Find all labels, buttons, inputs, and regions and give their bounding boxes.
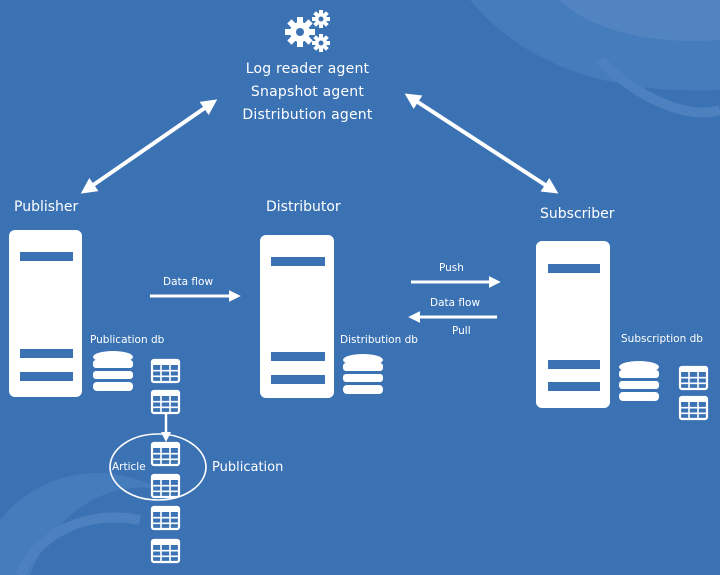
publication-label: Publication [212, 460, 284, 475]
subscription-db-label: Subscription db [621, 333, 703, 345]
distributor-title: Distributor [266, 199, 341, 215]
subscriber-server [536, 241, 610, 408]
subscription-db-icon [619, 361, 659, 401]
agent-log-reader: Log reader agent [245, 61, 370, 77]
data-flow-label: Data flow [430, 297, 481, 309]
article-ellipse [109, 433, 207, 501]
distribution-db-label: Distribution db [340, 334, 418, 346]
pub-to-dist-flow-label: Data flow [163, 276, 214, 288]
agent-subscriber-arrow [404, 93, 559, 194]
table-grid-icon [150, 505, 181, 531]
table-grid-icon [150, 538, 181, 564]
distributor-server [260, 235, 334, 398]
background-swirl-top-right [470, 0, 720, 118]
distribution-db-icon [343, 354, 383, 394]
table-grid-icon [150, 441, 181, 467]
agent-publisher-arrow [80, 99, 218, 194]
table-grid-icon [150, 358, 181, 384]
background-swirl-bottom-left [0, 473, 160, 575]
table-grid-icon [678, 395, 709, 421]
publisher-title: Publisher [14, 199, 79, 215]
table-grid-icon [678, 365, 709, 391]
gears-icon [285, 10, 330, 52]
agent-distribution: Distribution agent [242, 107, 373, 123]
publication-db-icon [93, 351, 133, 391]
table-grid-icon [150, 389, 181, 415]
agent-snapshot: Snapshot agent [250, 84, 365, 100]
push-label: Push [439, 262, 464, 274]
article-label: Article [112, 461, 146, 473]
subscriber-title: Subscriber [540, 206, 615, 222]
pull-label: Pull [452, 325, 471, 337]
publisher-server [9, 230, 82, 397]
agents-list: Log reader agent Snapshot agent Distribu… [220, 58, 395, 127]
publication-db-label: Publication db [90, 334, 165, 346]
table-icons [150, 358, 709, 564]
table-grid-icon [150, 473, 181, 499]
